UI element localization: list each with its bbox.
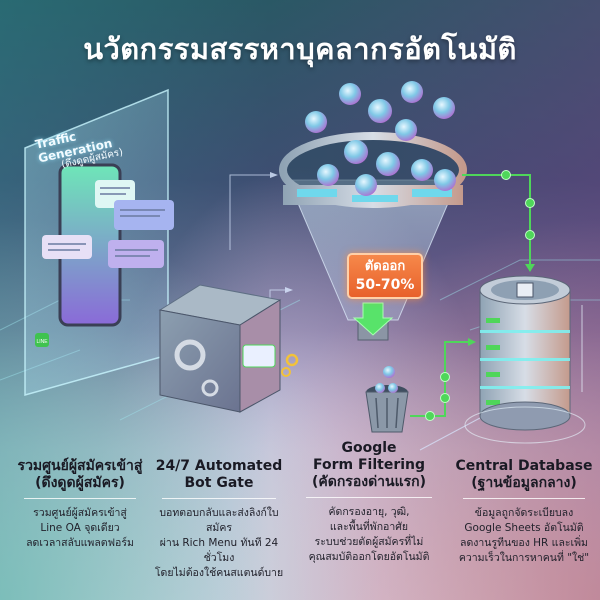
database-stack-icon	[464, 275, 586, 444]
step-description: บอทตอบกลับและส่งลิงก์ใบสมัคร	[159, 507, 279, 534]
step-description: รวมศูนย์ผู้สมัครเข้าสู่	[33, 507, 127, 519]
step-heading: (คัดกรองด่านแรก)	[311, 474, 427, 490]
step-traffic-generation: รวมศูนย์ผู้สมัครเข้าสู่ (ดึงดูดผู้สมัคร)…	[10, 458, 150, 551]
step-heading: Central Database	[455, 458, 593, 474]
step-description: ลดเวลาสลับแพลตฟอร์ม	[26, 537, 134, 549]
step-heading: Form Filtering	[312, 457, 426, 473]
step-description: ระบบช่วยตัดผู้สมัครที่ไม่	[314, 536, 424, 548]
step-description: ข้อมูลถูกจัดระเบียบลง	[474, 507, 574, 519]
candidate-sphere-icons	[305, 81, 456, 378]
step-heading: (ดึงดูดผู้สมัคร)	[35, 475, 125, 491]
page-title: นวัตกรรมสรรหาบุคลากรอัตโนมัติ	[83, 32, 517, 66]
svg-text:LINE: LINE	[36, 339, 48, 345]
down-arrow-icon	[352, 302, 394, 336]
divider	[24, 498, 136, 499]
divider	[463, 498, 585, 499]
step-description: Google Sheets อัตโนมัติ	[464, 522, 584, 534]
step-central-database: Central Database (ฐานข้อมูลกลาง) ข้อมูลถ…	[448, 458, 600, 566]
cut-rate-badge: ตัดออก 50-70%	[347, 253, 423, 299]
step-heading: Bot Gate	[184, 475, 254, 491]
step-heading: (ฐานข้อมูลกลาง)	[471, 475, 577, 491]
bot-gate-cube	[158, 284, 299, 413]
badge-value: 50-70%	[355, 277, 415, 293]
step-description: คุณสมบัติออกโดยอัตโนมัติ	[308, 551, 430, 563]
step-bot-gate: 24/7 Automated Bot Gate บอทตอบกลับและส่ง…	[148, 458, 290, 581]
step-description: และพื้นที่พักอาศัย	[329, 521, 409, 533]
step-heading: รวมศูนย์ผู้สมัครเข้าสู่	[17, 458, 143, 474]
badge-label: ตัดออก	[364, 259, 406, 274]
step-form-filtering: Google Form Filtering (คัดกรองด่านแรก) ค…	[290, 440, 448, 565]
step-description: Line OA จุดเดียว	[40, 522, 120, 534]
funnel	[279, 132, 467, 341]
trash-bin-icon	[365, 383, 409, 433]
line-app-icon	[35, 333, 49, 347]
gear-icon	[174, 339, 206, 371]
step-description: ผ่าน Rich Menu ทันที 24 ชั่วโมง	[159, 537, 279, 564]
chat-bubble-icon	[242, 344, 276, 368]
step-description: โดยไม่ต้องใช้คนสแตนด์บาย	[154, 567, 284, 579]
step-description: ลดงานรูทีนของ HR และเพิ่ม	[460, 537, 588, 549]
divider	[162, 498, 276, 499]
step-heading: 24/7 Automated	[155, 458, 283, 474]
document-icon	[516, 282, 534, 298]
divider	[305, 497, 433, 498]
step-description: ความเร็วในการหาคนที่ "ใช่"	[458, 552, 590, 564]
step-heading: Google	[341, 440, 397, 456]
step-description: คัดกรองอายุ, วุฒิ,	[328, 506, 410, 518]
traffic-generation-panel: LINE	[24, 88, 174, 396]
